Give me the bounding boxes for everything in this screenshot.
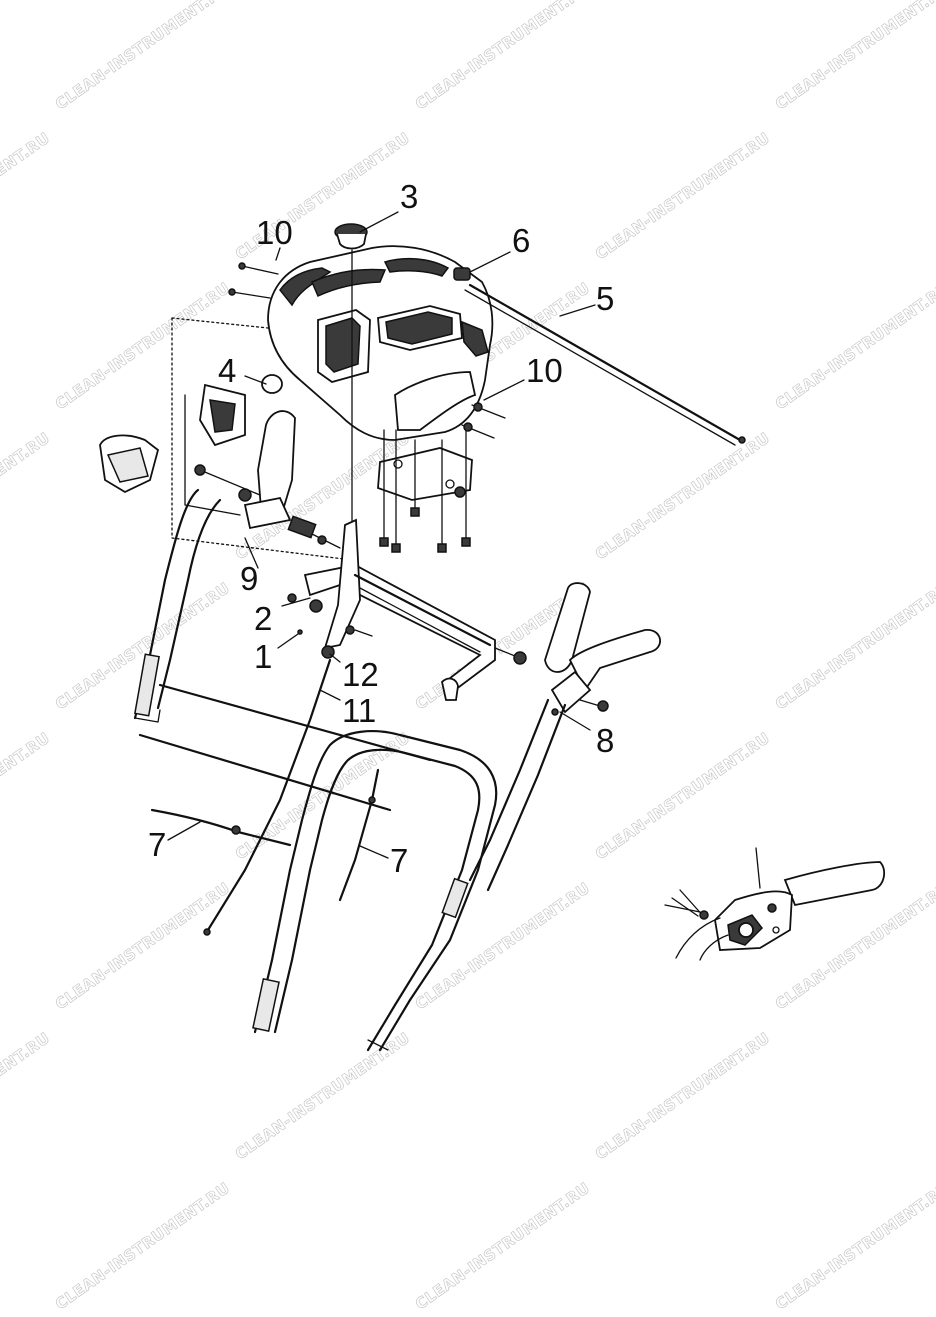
part-10-screws-top: [228, 262, 279, 299]
watermark-text: CLEAN-INSTRUMENT.RU: [412, 1179, 593, 1313]
watermark-text: CLEAN-INSTRUMENT.RU: [52, 1179, 233, 1313]
upper-handle: [133, 488, 432, 812]
lower-handle: [252, 730, 498, 1052]
callout-7-center: 7: [390, 842, 408, 879]
callout-4: 4: [218, 352, 236, 389]
watermark-text: CLEAN-INSTRUMENT.RU: [592, 729, 773, 863]
part-5-cable: [464, 283, 746, 446]
detail-inset-grip: [664, 847, 886, 961]
callout-9: 9: [240, 560, 258, 597]
callout-labels: 3 10 6 5 10 4 9 2 1 12 11 8 7 7: [148, 178, 614, 879]
watermark-text: CLEAN-INSTRUMENT.RU: [412, 0, 593, 113]
watermark-text: CLEAN-INSTRUMENT.RU: [772, 1179, 936, 1313]
watermark-text: CLEAN-INSTRUMENT.RU: [52, 0, 233, 113]
watermark-text: CLEAN-INSTRUMENT.RU: [772, 579, 936, 713]
callout-6: 6: [512, 222, 530, 259]
watermark-text: CLEAN-INSTRUMENT.RU: [592, 129, 773, 263]
leader-lines: [167, 211, 596, 859]
callout-10-right: 10: [526, 352, 563, 389]
watermark-text: CLEAN-INSTRUMENT.RU: [412, 879, 593, 1013]
part-7-cables: [150, 768, 380, 902]
dashboard-console: [267, 245, 494, 553]
shift-bracket: [99, 383, 246, 494]
watermark-text: CLEAN-INSTRUMENT.RU: [592, 429, 773, 563]
callout-1: 1: [254, 638, 272, 675]
callout-10-top: 10: [256, 214, 293, 251]
part-6-clip: [453, 267, 471, 281]
callout-2: 2: [254, 600, 272, 637]
shift-lever-assembly: [194, 410, 341, 549]
callout-8: 8: [596, 722, 614, 759]
part-10-screws-right: [461, 402, 506, 439]
watermark-text: CLEAN-INSTRUMENT.RU: [0, 729, 53, 863]
assembly-outline: [171, 317, 353, 561]
callout-12: 12: [342, 656, 379, 693]
part-11-cable: [203, 658, 332, 936]
callout-3: 3: [400, 178, 418, 215]
callout-11: 11: [342, 692, 376, 729]
watermark-text: CLEAN-INSTRUMENT.RU: [0, 1029, 53, 1163]
watermark-text: CLEAN-INSTRUMENT.RU: [0, 129, 53, 263]
crossbar-bracket: [287, 518, 527, 701]
watermark-text: CLEAN-INSTRUMENT.RU: [52, 879, 233, 1013]
part-3-knob: [334, 223, 368, 561]
right-grip-lever: [544, 582, 661, 716]
watermark-text: CLEAN-INSTRUMENT.RU: [772, 279, 936, 413]
watermark-text: CLEAN-INSTRUMENT.RU: [0, 429, 53, 563]
watermark-text: CLEAN-INSTRUMENT.RU: [772, 0, 936, 113]
part-4-light: [261, 374, 283, 394]
callout-7-left: 7: [148, 826, 166, 863]
callout-5: 5: [596, 280, 614, 317]
right-upright-handle: [468, 698, 567, 892]
watermark-text: CLEAN-INSTRUMENT.RU: [592, 1029, 773, 1163]
